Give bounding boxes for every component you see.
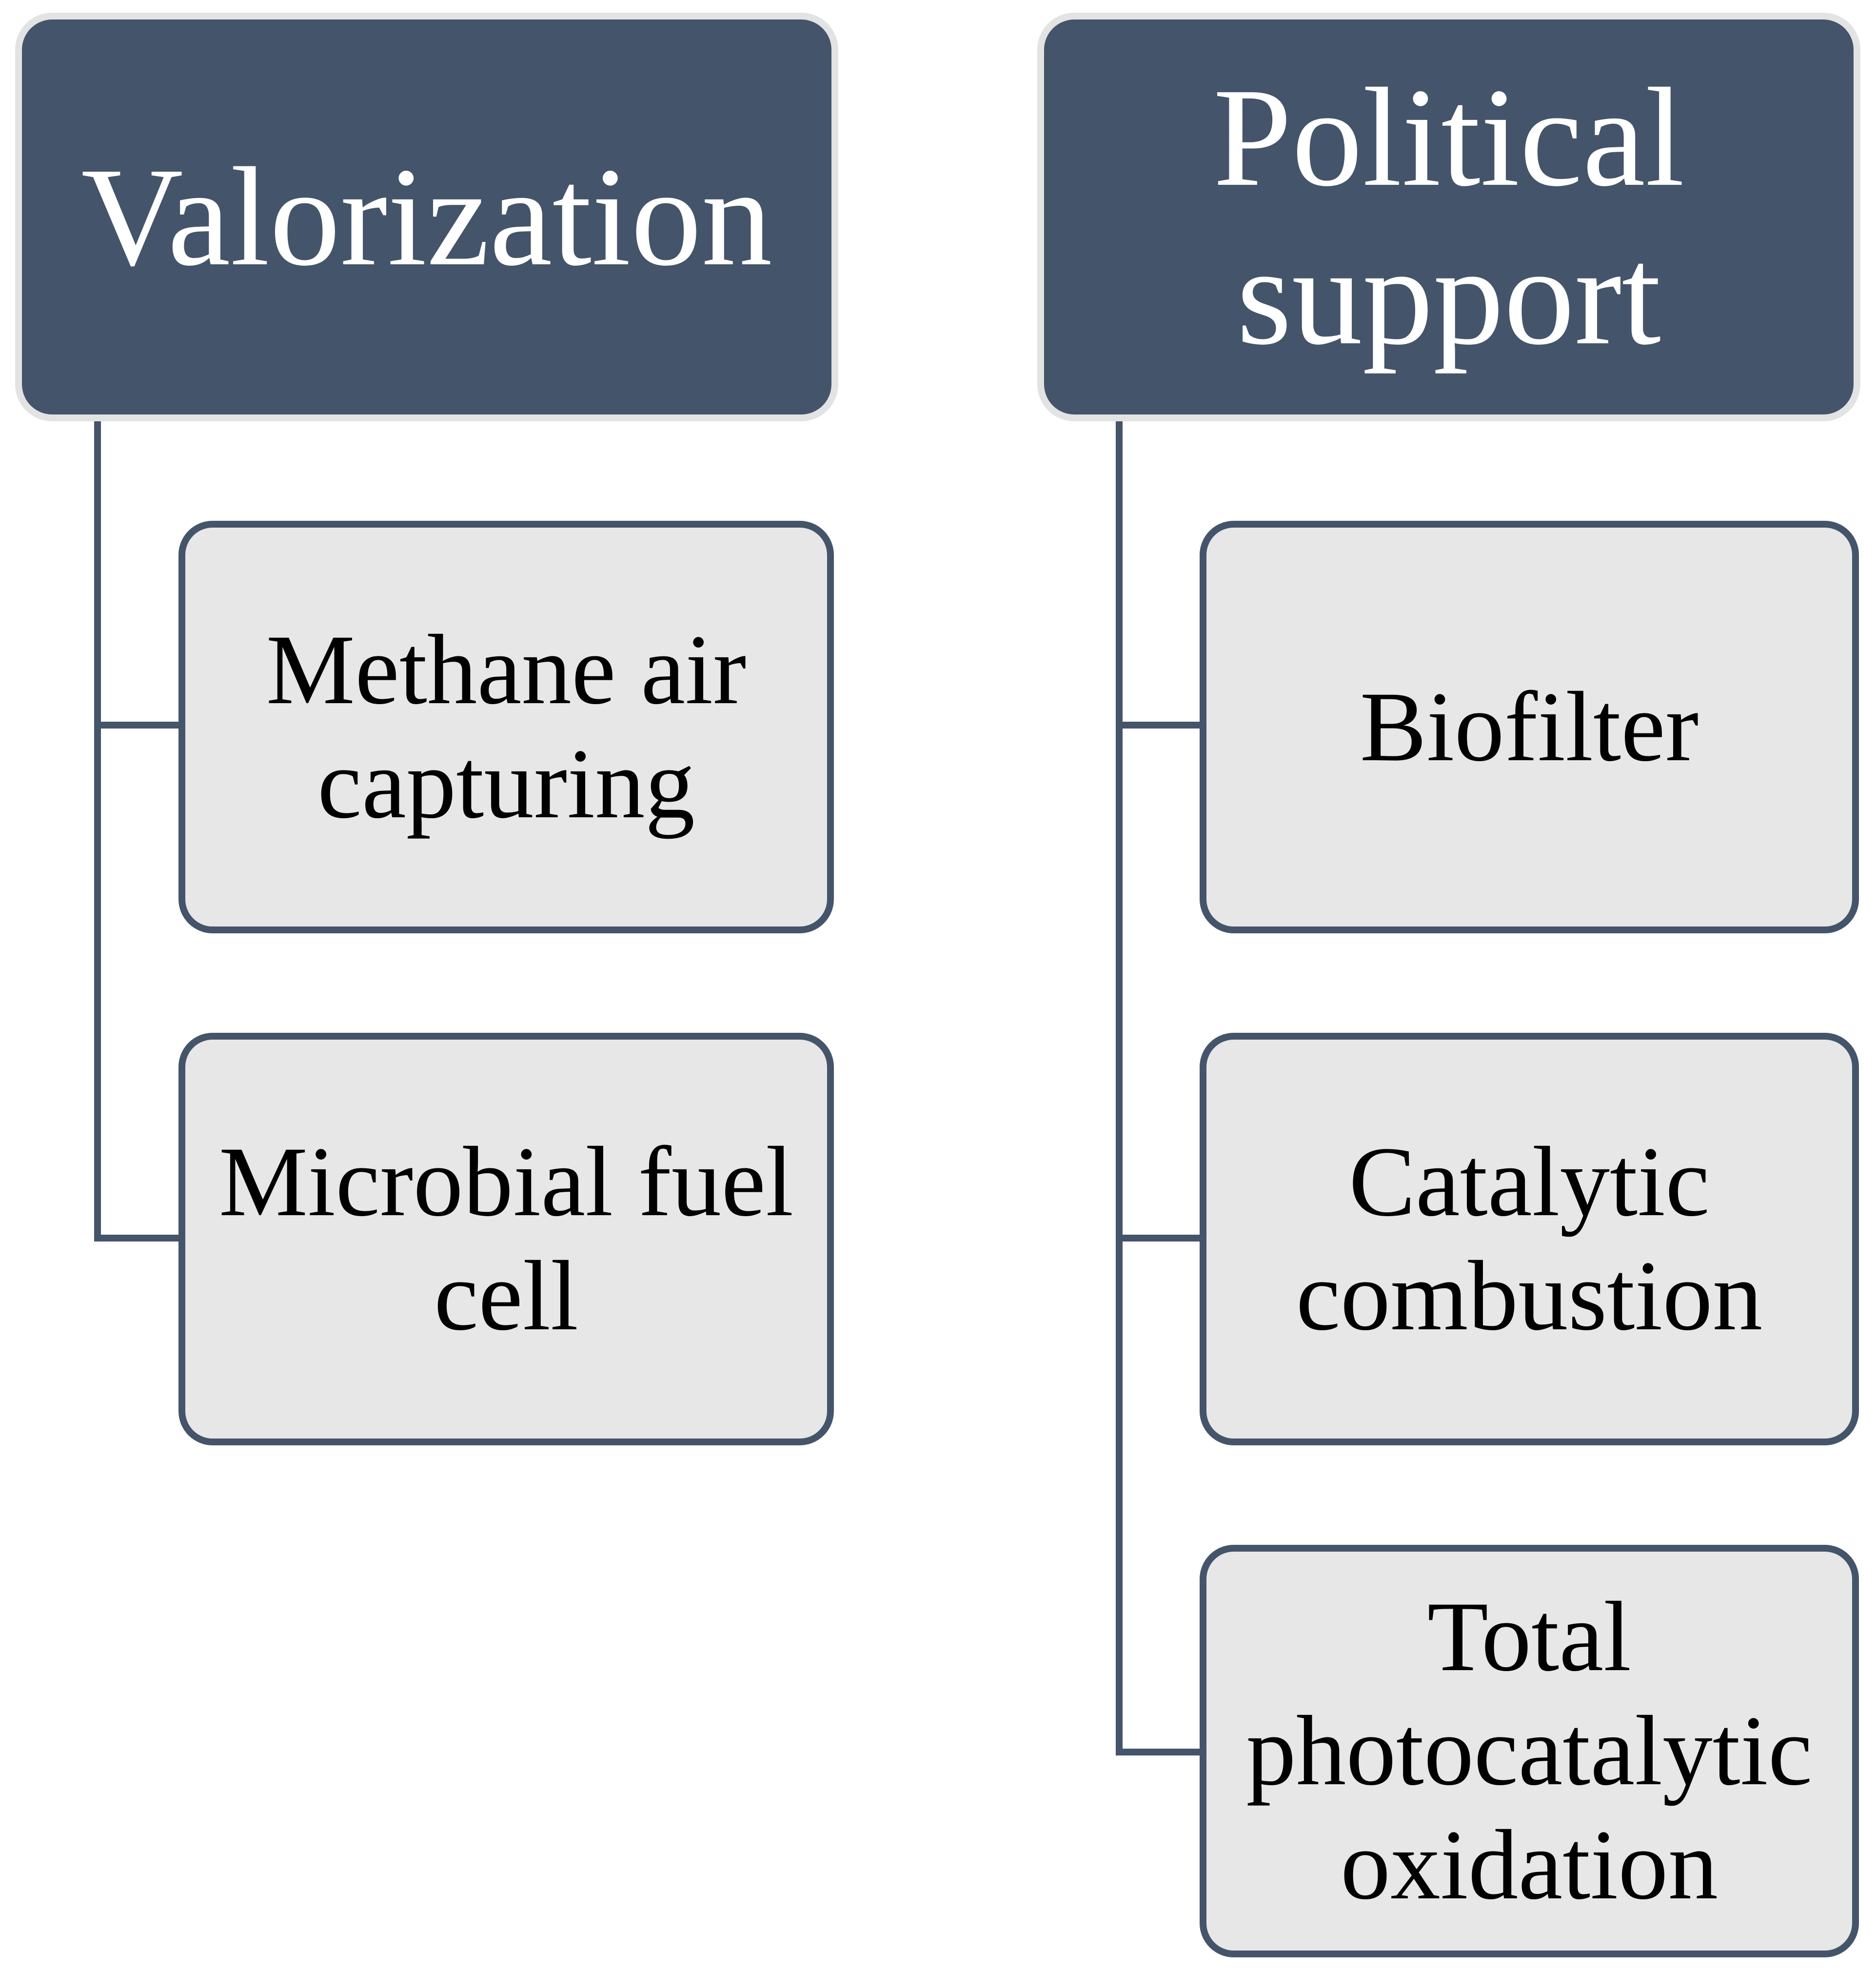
category-header-label: Political support: [1213, 59, 1685, 374]
connector-valorization-branch-1: [94, 722, 182, 729]
connector-political-branch-1: [1116, 722, 1204, 729]
connector-political-branch-3: [1116, 1749, 1204, 1755]
method-label: Total photocatalytic oxidation: [1246, 1581, 1813, 1920]
connector-valorization-vertical: [94, 419, 101, 1242]
connector-valorization-branch-2: [94, 1235, 182, 1242]
method-box-biofilter: Biofilter: [1200, 521, 1859, 933]
connector-political-branch-2: [1116, 1235, 1204, 1242]
category-header-valorization: Valorization: [22, 20, 831, 414]
category-header-political-support: Political support: [1044, 20, 1854, 414]
method-box-total-photocatalytic-oxidation: Total photocatalytic oxidation: [1200, 1545, 1859, 1957]
method-label: Methane air capturing: [266, 614, 747, 839]
method-box-methane-air-capturing: Methane air capturing: [178, 521, 834, 933]
method-label: Catalytic combustion: [1296, 1126, 1763, 1351]
category-header-label: Valorization: [81, 138, 772, 295]
method-box-catalytic-combustion: Catalytic combustion: [1200, 1033, 1859, 1445]
method-box-microbial-fuel-cell: Microbial fuel cell: [178, 1033, 834, 1445]
method-label: Biofilter: [1360, 671, 1699, 783]
method-label: Microbial fuel cell: [218, 1126, 794, 1351]
connector-political-vertical: [1116, 419, 1123, 1755]
